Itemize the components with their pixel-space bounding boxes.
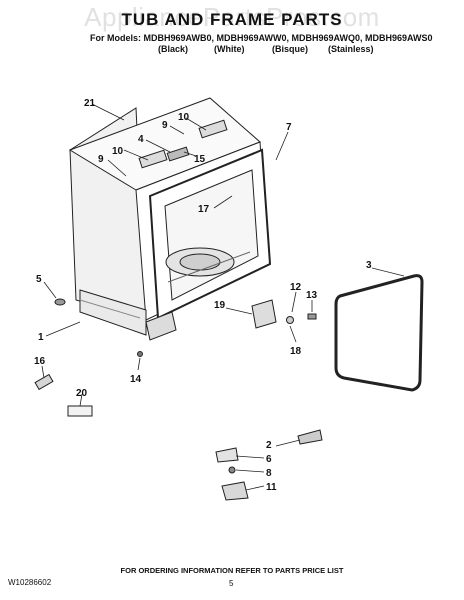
callout-9-top: 9: [162, 120, 168, 131]
callout-8: 8: [266, 468, 272, 479]
color-white: (White): [214, 44, 245, 54]
watermark: AppliancePartsPros.com: [84, 2, 380, 32]
callout-12: 12: [290, 282, 302, 293]
callout-3: 3: [366, 260, 372, 271]
document-code: W10286602: [8, 578, 52, 587]
page-number: 5: [229, 579, 234, 588]
foot: [34, 373, 54, 391]
callout-19: 19: [214, 300, 226, 311]
callout-20: 20: [76, 388, 88, 399]
callout-21: 21: [84, 98, 96, 109]
washer: [286, 316, 294, 324]
callout-14: 14: [130, 374, 142, 385]
color-stainless: (Stainless): [328, 44, 374, 54]
callout-11: 11: [266, 482, 277, 493]
plug: [54, 298, 66, 306]
callout-6: 6: [266, 454, 272, 465]
color-black: (Black): [158, 44, 189, 54]
color-bisque: (Bisque): [272, 44, 308, 54]
callout-2: 2: [266, 440, 272, 451]
hinge-clip: [297, 429, 323, 445]
door-gasket: [334, 274, 424, 392]
hinge-pin: [228, 466, 236, 474]
callout-13: 13: [306, 290, 318, 301]
callout-16: 16: [34, 356, 46, 367]
callout-18: 18: [290, 346, 302, 357]
top-bracket-rear: [198, 119, 228, 139]
callout-15: 15: [194, 154, 206, 165]
side-screw: [307, 313, 317, 320]
top-bracket-front: [138, 149, 168, 169]
callout-5: 5: [36, 274, 42, 285]
callout-17: 17: [198, 204, 210, 215]
callout-7: 7: [286, 122, 292, 133]
callout-9-front: 9: [98, 154, 104, 165]
ordering-note: FOR ORDERING INFORMATION REFER TO PARTS …: [120, 566, 344, 575]
strike-plate: [166, 146, 190, 162]
hinge-lever: [221, 481, 249, 501]
callout-10-top: 10: [178, 112, 190, 123]
page-title: TUB AND FRAME PARTS: [121, 10, 343, 29]
cover: [67, 405, 93, 417]
side-bracket: [251, 299, 277, 329]
callout-10-front: 10: [112, 146, 124, 157]
callout-1: 1: [38, 332, 44, 343]
hinge-bracket: [215, 447, 239, 463]
screw: [137, 351, 143, 357]
callout-4: 4: [138, 134, 144, 145]
models-line: For Models: MDBH969AWB0, MDBH969AWW0, MD…: [90, 33, 433, 43]
